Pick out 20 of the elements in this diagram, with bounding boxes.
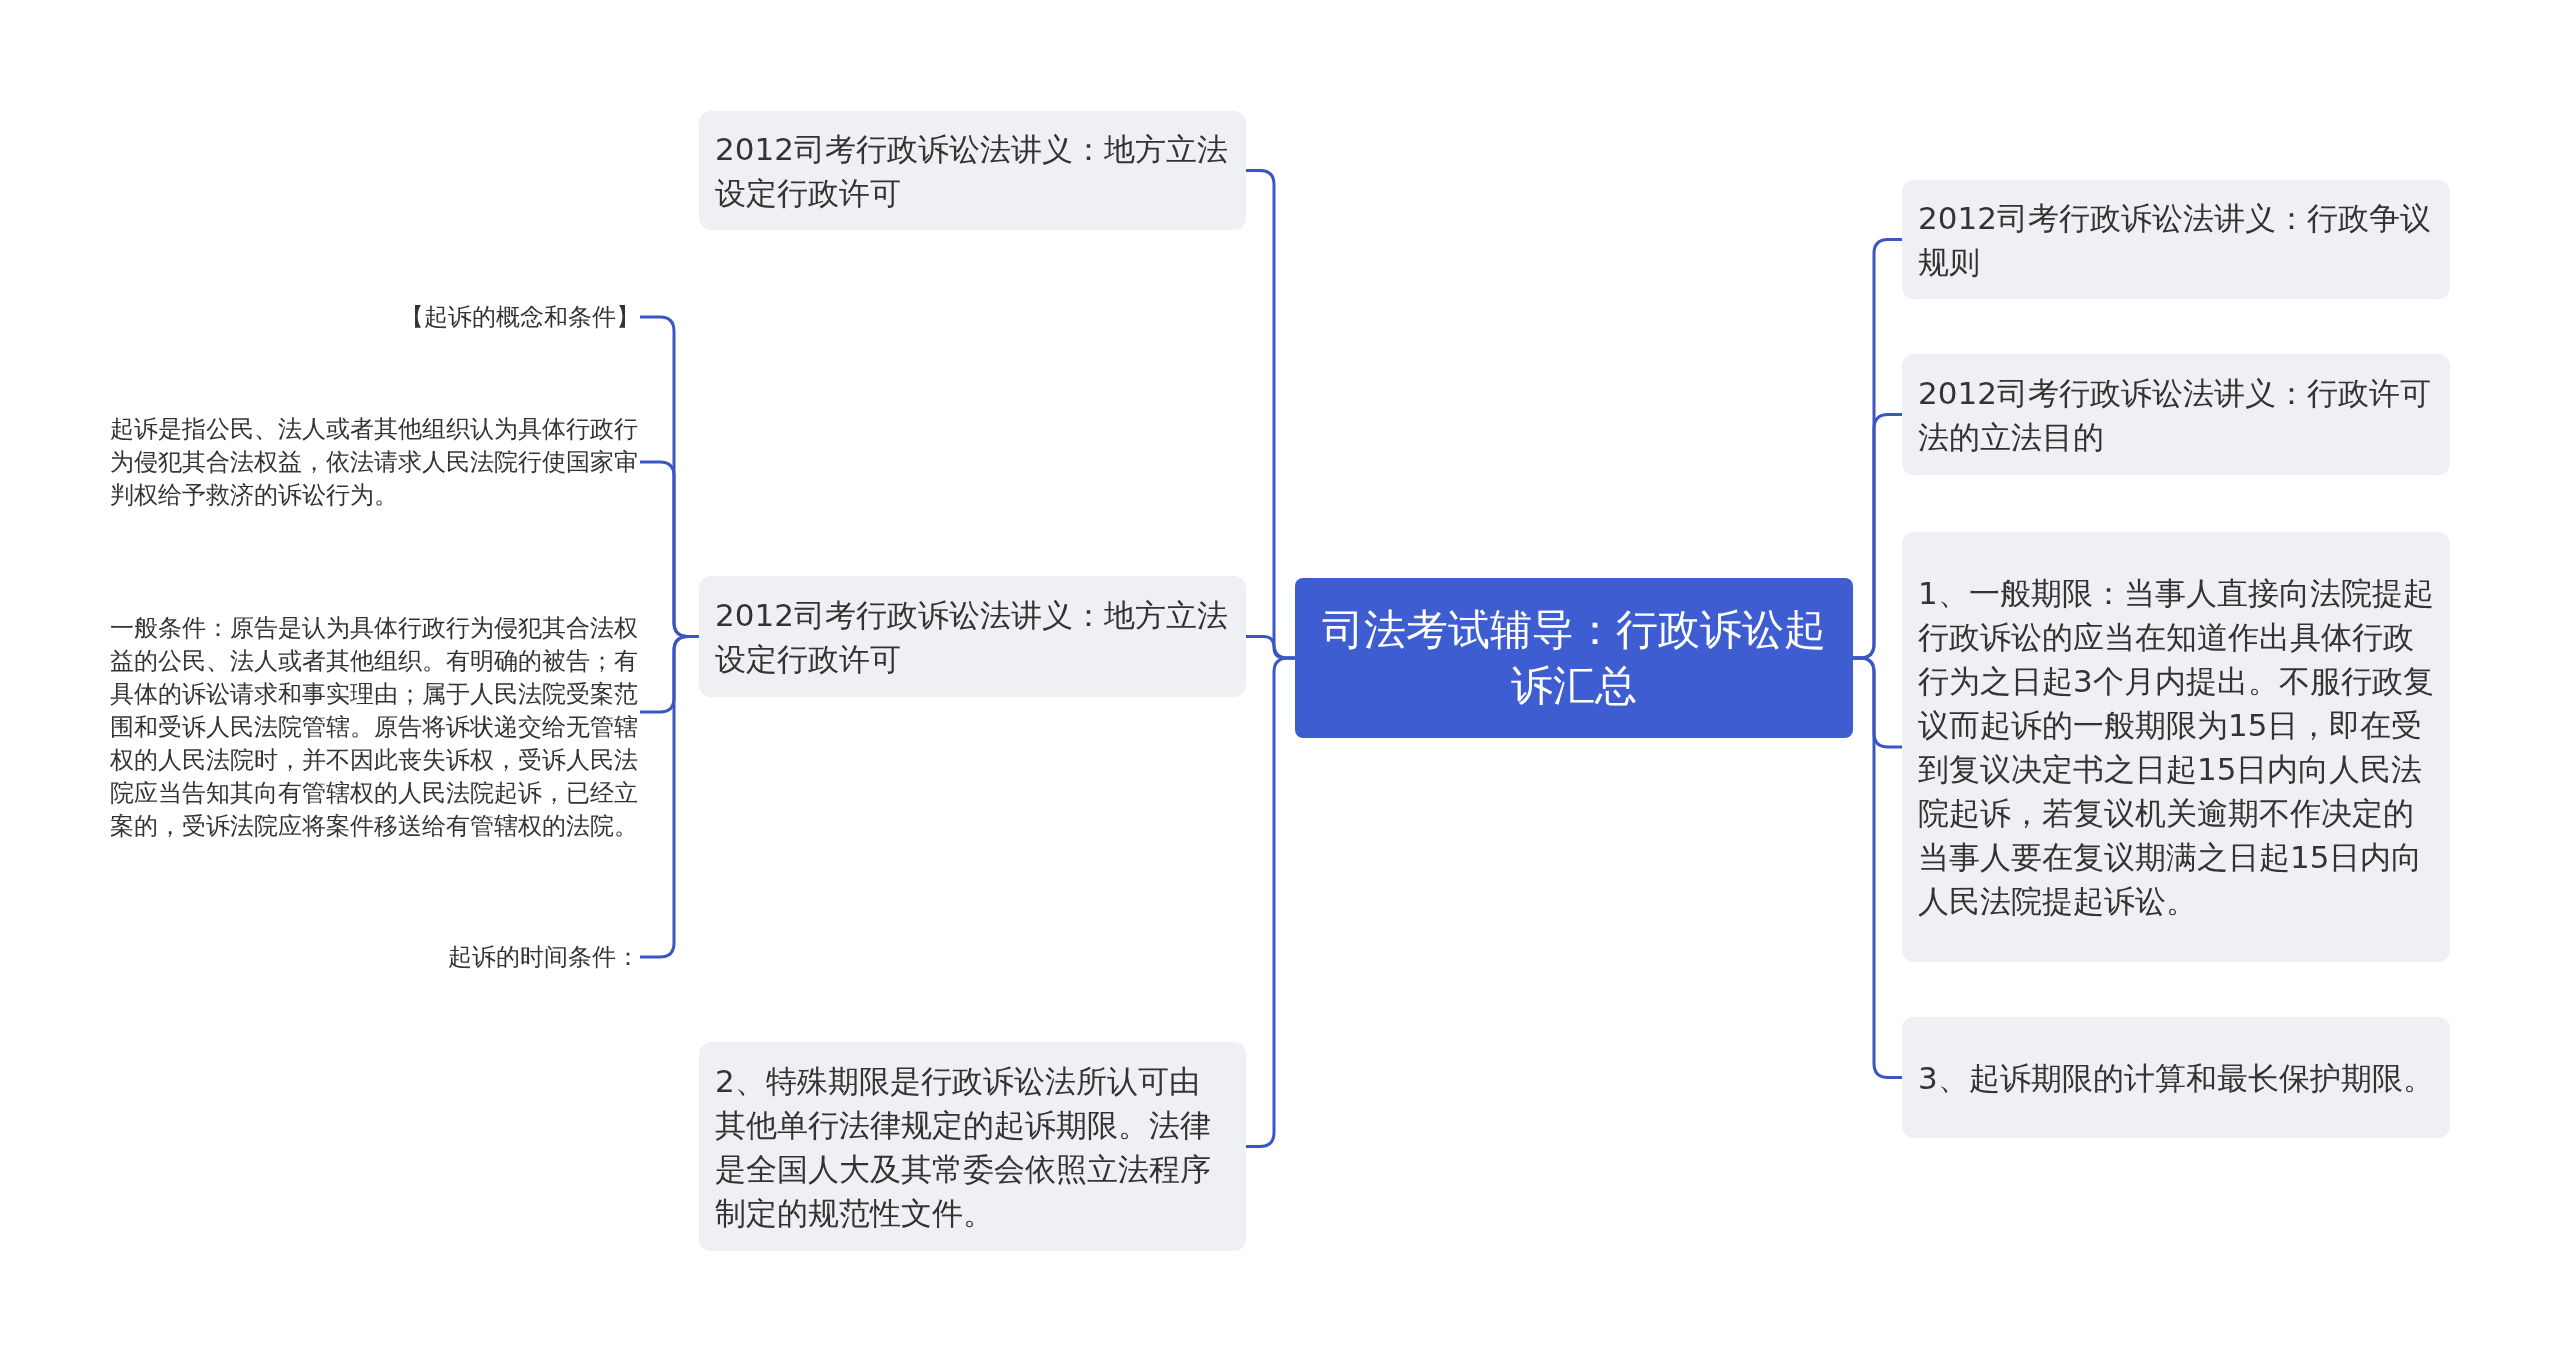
central-topic-box xyxy=(1295,578,1853,738)
topic-box xyxy=(699,576,1246,697)
topic-label: 2012司考行政诉讼法讲义：地方立法设定行政许可 xyxy=(715,129,1229,213)
topic-label: 2012司考行政诉讼法讲义：地方立法设定行政许可 xyxy=(715,595,1229,679)
topic-text: 【起诉的概念和条件】 xyxy=(400,301,640,333)
topic-box xyxy=(699,1042,1246,1251)
topic-label: 2012司考行政诉讼法讲义：行政争议规则 xyxy=(1918,198,2432,282)
topic-box xyxy=(1902,532,2450,962)
topic-text: 一般条件：原告是认为具体行政行为侵犯其合法权益的公民、法人或者其他组织。有明确的被告；有具体的诉讼请求和事实理由；属于人民法院受案范围和受诉人民法院管辖。原告将诉状递交给无管辖权的人民法院时，并不因此丧失诉权，受诉人民法院应当告知其向有管辖权的人民法院起诉，已经立案的，受诉法院应将案件移送给有管辖权的法院。 xyxy=(110,612,639,842)
topic-text: 起诉是指公民、法人或者其他组织认为具体行政行为侵犯其合法权益，依法请求人民法院行使国家审判权给予救济的诉讼行为。 xyxy=(110,413,639,511)
topic-label: 1、一般期限：当事人直接向法院提起行政诉讼的应当在知道作出具体行政行为之日起3个月内提出。不服行政复议而起诉的一般期限为15日，即在受到复议决定书之日起15日内向人民法院起诉，若复议机关逾期不作决定的当事人要在复议期满之日起15日内向人民法院提起诉讼。 xyxy=(1918,574,2434,921)
topic-label: 司法考试辅导：行政诉讼起诉汇总 xyxy=(1321,604,1827,712)
topic-box xyxy=(699,111,1246,230)
topic-label: 3、起诉期限的计算和最长保护期限。 xyxy=(1918,1058,2434,1098)
topic-box xyxy=(1902,1017,2450,1138)
topic-label: 2、特殊期限是行政诉讼法所认可由其他单行法律规定的起诉期限。法律是全国人大及其常委会依照立法程序制定的规范性文件。 xyxy=(715,1061,1212,1233)
topic-box xyxy=(1902,180,2450,299)
topic-text: 起诉的时间条件： xyxy=(448,941,640,973)
topic-box xyxy=(1902,354,2450,475)
topic-label: 2012司考行政诉讼法讲义：行政许可法的立法目的 xyxy=(1918,373,2432,457)
